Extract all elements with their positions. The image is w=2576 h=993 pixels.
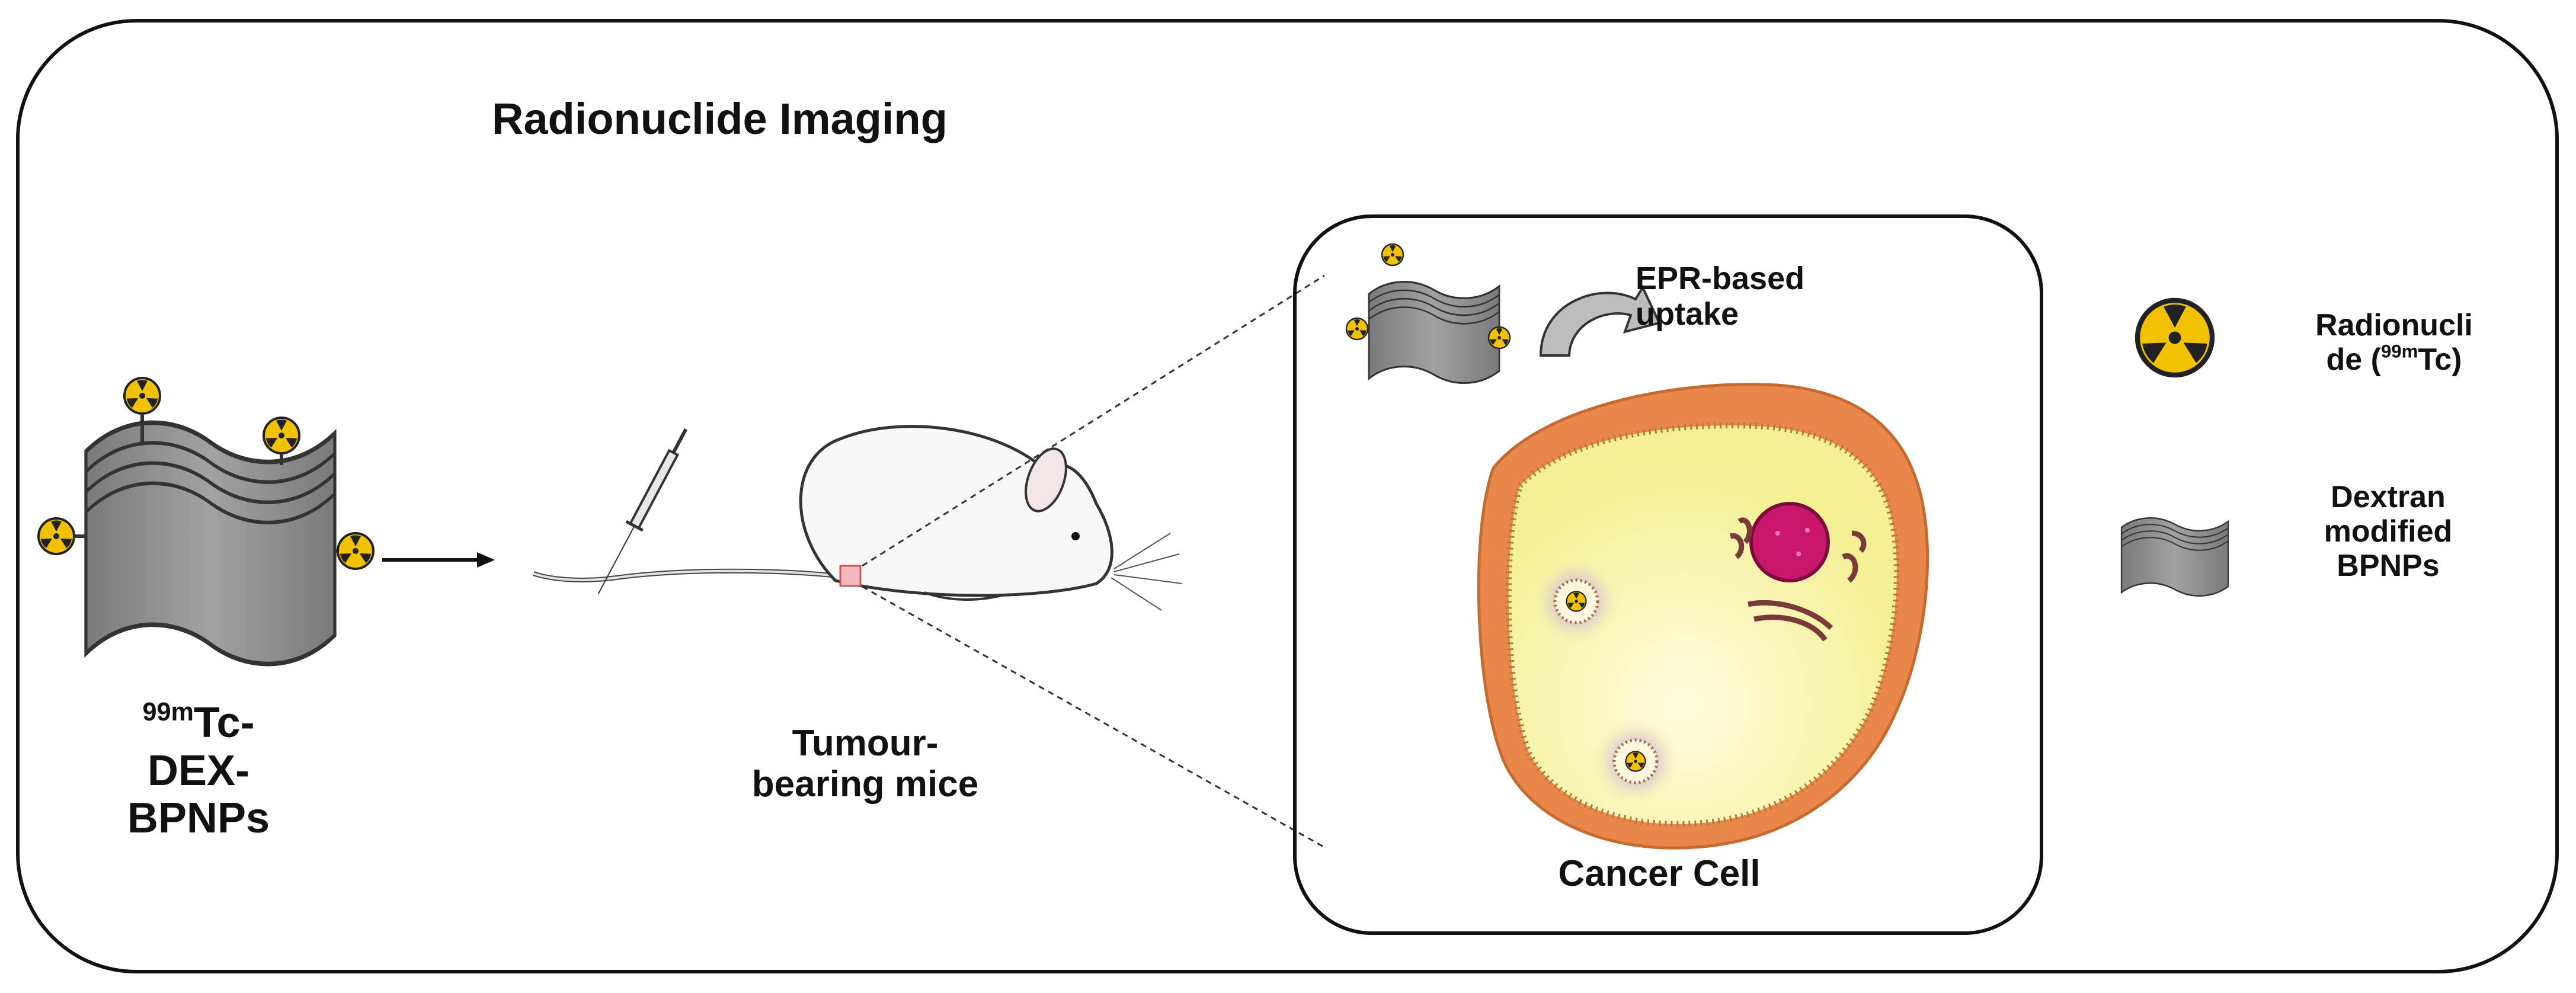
cancer-cell	[1477, 383, 1929, 850]
curved-arrow-icon	[1539, 284, 1661, 357]
labeled-nanosheet	[86, 422, 335, 664]
legend-radionuclide-label: Radionucli de (99mTc)	[2315, 308, 2473, 377]
epr-uptake-label: EPR-based uptake	[1636, 261, 1805, 332]
small-nanosheet	[1368, 280, 1500, 385]
outer-frame	[16, 19, 2559, 973]
syringe-icon	[597, 428, 688, 594]
legend-sheet-label: Dextran modified BPNPs	[2324, 480, 2453, 584]
tumour-site-icon	[839, 565, 862, 587]
inset-panel	[1293, 214, 2043, 935]
legend-sheet-icon	[2120, 517, 2229, 597]
mouse-illustration	[532, 425, 1183, 611]
nucleus	[1749, 502, 1830, 582]
mouse-label: Tumour- bearing mice	[751, 723, 979, 805]
cancer-cell-label: Cancer Cell	[1558, 853, 1761, 894]
legend-radionuclide-icon	[2137, 300, 2212, 375]
zoom-guide-line	[862, 274, 1325, 567]
right-arrow-icon	[382, 552, 495, 568]
diagram-title: Radionuclide Imaging	[492, 94, 948, 143]
radionuclide-icon	[37, 377, 375, 570]
product-label: 99mTc- DEX- BPNPs	[127, 697, 270, 843]
zoom-guide-line	[862, 585, 1325, 848]
